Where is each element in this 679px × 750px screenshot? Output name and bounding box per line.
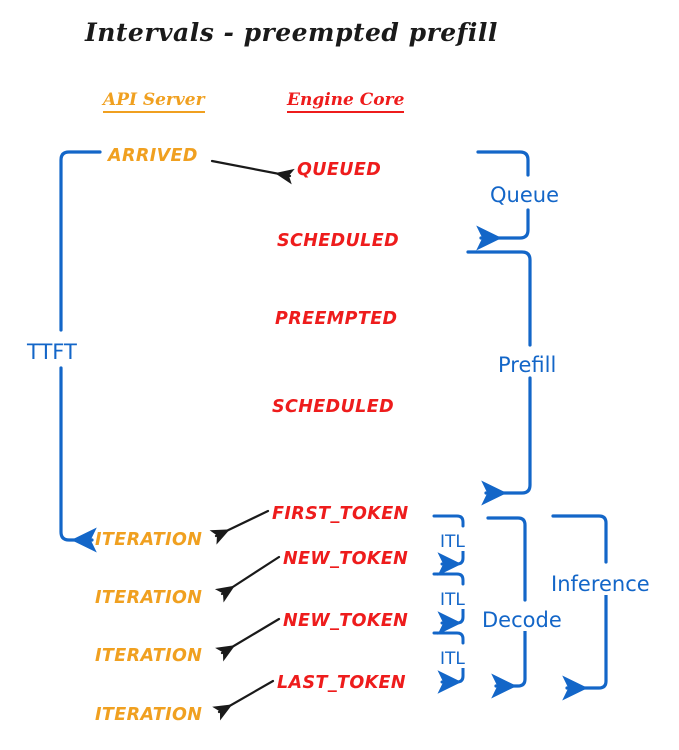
engine-event-queued: QUEUED — [297, 160, 382, 180]
column-header-api-server: API Server — [103, 90, 205, 113]
interval-label-ttft: TTFT — [24, 342, 80, 363]
api-event-iteration-2: ITERATION — [95, 588, 203, 608]
interval-bracket-prefill — [466, 250, 532, 506]
engine-event-new-token-1: NEW_TOKEN — [283, 549, 409, 569]
engine-event-preempted: PREEMPTED — [275, 309, 398, 329]
engine-event-last-token: LAST_TOKEN — [277, 673, 406, 693]
transition-arrow-new-token-to-iteration-2 — [215, 617, 281, 662]
engine-event-first-token: FIRST_TOKEN — [272, 504, 409, 524]
engine-event-scheduled-2: SCHEDULED — [272, 397, 395, 417]
interval-bracket-itl-1 — [432, 514, 465, 576]
interval-bracket-inference — [551, 514, 608, 701]
transition-arrow-first-token-to-iteration — [209, 509, 270, 545]
interval-label-itl-2: ITL — [437, 592, 468, 609]
interval-label-prefill: Prefill — [495, 355, 560, 376]
transition-arrow-last-token-to-iteration — [212, 679, 275, 721]
api-event-iteration-3: ITERATION — [95, 646, 203, 666]
transition-arrow-new-token-to-iteration-1 — [214, 555, 281, 603]
interval-bracket-itl-2 — [432, 572, 465, 635]
interval-label-queue: Queue — [487, 185, 562, 206]
api-event-iteration-1: ITERATION — [95, 530, 203, 550]
interval-label-decode: Decode — [479, 610, 565, 631]
interval-bracket-queue — [476, 150, 530, 251]
interval-bracket-decode — [486, 516, 527, 699]
interval-label-inference: Inference — [548, 574, 653, 595]
engine-event-new-token-2: NEW_TOKEN — [283, 611, 409, 631]
transition-arrow-arrived-to-queued — [210, 159, 295, 185]
interval-label-itl-3: ITL — [437, 651, 468, 668]
interval-bracket-ttft — [59, 150, 102, 553]
api-event-iteration-4: ITERATION — [95, 705, 203, 725]
interval-bracket-itl-3 — [432, 631, 465, 694]
engine-event-scheduled-1: SCHEDULED — [277, 231, 400, 251]
interval-label-itl-1: ITL — [437, 534, 468, 551]
page-title: Intervals - preempted prefill — [85, 18, 498, 47]
api-event-arrived: ARRIVED — [108, 146, 198, 166]
column-header-engine-core: Engine Core — [287, 90, 405, 113]
